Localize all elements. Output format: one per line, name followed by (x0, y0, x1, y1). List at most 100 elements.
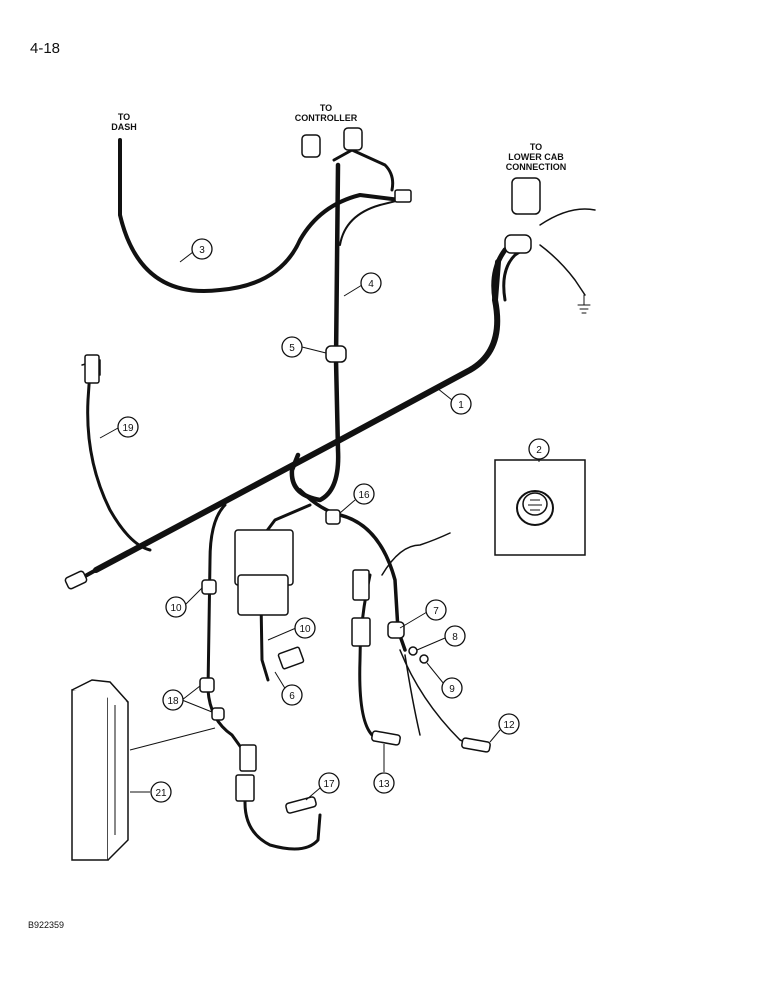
callout-18 (162, 689, 184, 711)
callout-text-16: 16 (358, 490, 370, 501)
branch-16-harness (298, 488, 407, 652)
callout-text-5: 5 (289, 343, 295, 354)
callout-text-17: 17 (323, 779, 335, 790)
callout-text-4: 4 (368, 279, 374, 290)
inset-connector-2 (494, 459, 586, 556)
callout-13 (373, 772, 395, 794)
washer-8 (408, 646, 418, 656)
leader-1 (436, 387, 453, 401)
callout-text-3: 3 (199, 245, 205, 256)
callout-text-7: 7 (433, 606, 439, 617)
clamp-10-left (201, 579, 217, 595)
leader-17 (305, 787, 321, 801)
leader-19 (99, 427, 119, 439)
callout-text-6: 6 (289, 691, 295, 702)
round-connector-2-face (522, 492, 548, 516)
branch-17-loop (243, 788, 322, 851)
ground-wire-upper (539, 208, 596, 226)
document-code: B922359 (28, 920, 65, 930)
callout-17 (318, 772, 340, 794)
leader-18a (181, 685, 201, 701)
connector-6 (277, 646, 305, 670)
harness-4-branch-2 (339, 199, 401, 246)
main-harness-1 (93, 259, 501, 573)
bracket-21 (71, 679, 129, 861)
to-lower-cab-line-1: TO (529, 142, 543, 152)
harness-4-to-controller (289, 162, 341, 503)
round-connector-2 (516, 490, 554, 526)
harness-3-to-dash (118, 138, 402, 293)
to-controller-line-2: CONTROLLER (294, 113, 358, 123)
callout-10b (294, 617, 316, 639)
branch-12-wire (399, 649, 473, 746)
clamp-16 (325, 509, 341, 525)
clamp-18-a (199, 677, 215, 693)
nut-9 (419, 654, 429, 664)
callout-text-19: 19 (122, 423, 134, 434)
callout-2 (528, 438, 550, 460)
page-number: 4-18 (30, 40, 61, 57)
callout-text-1: 1 (458, 400, 464, 411)
clamp-7 (387, 621, 405, 639)
lower-cab-connector (511, 177, 541, 215)
main-harness-to-cab-2 (502, 243, 532, 302)
ground-symbol (577, 294, 591, 314)
leader-18b (181, 699, 213, 713)
to-lower-cab-line-2: LOWER CAB (508, 152, 564, 162)
to-dash-label: TO DASH (104, 112, 144, 132)
branch-13-wire (404, 654, 421, 736)
callout-16 (353, 483, 375, 505)
callout-text-10b: 10 (299, 624, 311, 635)
ground-wire-lower (539, 244, 586, 296)
callout-21 (150, 781, 172, 803)
callout-text-18: 18 (167, 696, 179, 707)
leader-10b (267, 627, 297, 641)
bracket-21-side (107, 689, 129, 861)
controller-connector-left (301, 134, 321, 158)
to-dash-line-1: TO (117, 112, 131, 122)
callout-12 (498, 713, 520, 735)
leader-9 (426, 662, 445, 685)
dash-right-connector (394, 189, 412, 203)
to-lower-cab-label: TO LOWER CAB CONNECTION (493, 142, 579, 172)
connector-block-bottom (237, 574, 289, 616)
leader-16 (339, 499, 356, 514)
harness-4-branch (332, 148, 395, 192)
leader-5 (301, 346, 327, 354)
callout-1 (450, 393, 472, 415)
lower-cab-clamp (504, 234, 532, 254)
connector-13-mid (351, 617, 371, 647)
callout-text-12: 12 (503, 720, 515, 731)
left-end-connector (64, 570, 88, 590)
callout-text-9: 9 (449, 684, 455, 695)
sensor-12 (461, 737, 491, 753)
branch-16-wire (381, 532, 451, 576)
controller-connector-right (343, 127, 363, 151)
to-controller-label: TO CONTROLLER (286, 103, 366, 123)
connector-17-top (239, 744, 257, 772)
dash-connector (84, 354, 100, 384)
callout-19 (117, 416, 139, 438)
callout-4 (360, 272, 382, 294)
callout-3 (191, 238, 213, 260)
bracket-leader (129, 727, 216, 751)
clamp-18-b (211, 707, 225, 721)
to-lower-cab-line-3: CONNECTION (505, 162, 567, 172)
bracket-21-front (71, 689, 109, 861)
branch-19-harness (86, 368, 152, 552)
leader-7 (399, 611, 428, 629)
callout-10a (165, 596, 187, 618)
callout-text-10a: 10 (170, 603, 182, 614)
callout-9 (441, 677, 463, 699)
to-controller-line-1: TO (319, 103, 333, 113)
inset-box (494, 459, 586, 556)
grommet-5 (325, 345, 347, 363)
leader-8 (416, 637, 446, 651)
leader-10a (185, 587, 203, 605)
callout-text-21: 21 (155, 788, 167, 799)
bracket-21-top (71, 679, 129, 703)
connector-17-mid (235, 774, 255, 802)
callout-text-2: 2 (536, 445, 542, 456)
callout-text-8: 8 (452, 632, 458, 643)
